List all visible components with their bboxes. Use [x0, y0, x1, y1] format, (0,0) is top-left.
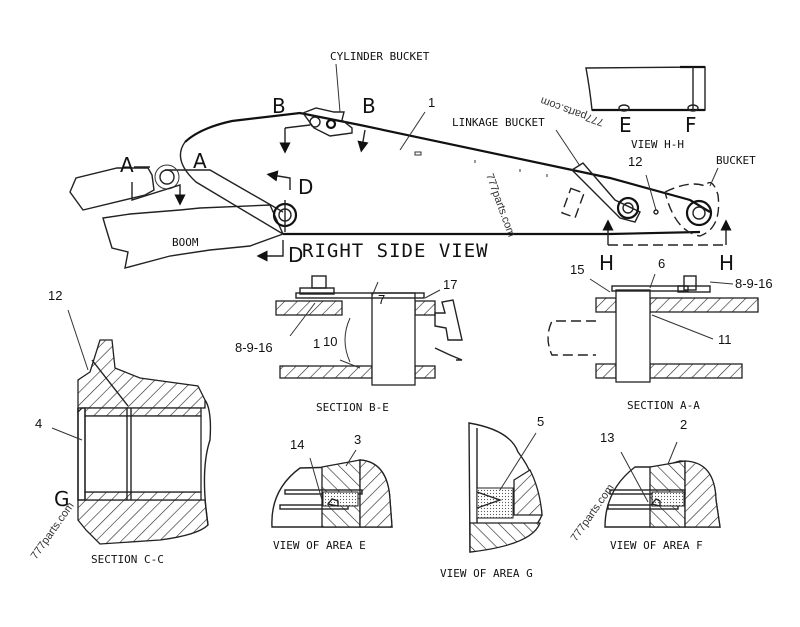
callout-5: 5: [537, 414, 544, 429]
callout-15: 15: [570, 262, 584, 277]
section-marker-a-left: A: [120, 153, 134, 177]
callout-11: 11: [718, 332, 732, 347]
view-area-g: 5 VIEW OF AREA G: [440, 414, 544, 580]
view-area-e: 14 3 VIEW OF AREA E: [271, 432, 393, 552]
callout-1-stick: 1: [428, 95, 435, 110]
section-be: 7 17 8-9-16 1 10 SECTION B-E: [235, 275, 463, 414]
watermark-3: 777parts.com: [29, 500, 77, 561]
callout-8-9-16-aa: 8-9-16: [735, 276, 773, 291]
view-hh-title: VIEW H-H: [631, 138, 684, 151]
label-linkage-bucket: LINKAGE BUCKET: [452, 116, 545, 129]
section-be-title: SECTION B-E: [316, 401, 389, 414]
callout-14: 14: [290, 437, 304, 452]
stick-outline: [184, 111, 711, 213]
callout-7: 7: [378, 292, 385, 307]
callout-8-9-16-be: 8-9-16: [235, 340, 273, 355]
callout-13: 13: [600, 430, 614, 445]
label-boom: BOOM: [172, 236, 199, 249]
area-e-marker: E: [619, 113, 632, 137]
boom-outline: [102, 204, 284, 269]
watermark-2: 777parts.com: [483, 172, 517, 239]
view-area-f: 13 2 VIEW OF AREA F: [600, 417, 721, 552]
label-cylinder-bucket: CYLINDER BUCKET: [330, 50, 430, 63]
view-hh: E F VIEW H-H: [585, 65, 706, 151]
callout-1-be: 1: [313, 336, 320, 351]
section-marker-h-left: H: [599, 251, 614, 275]
callout-12-grease: 12: [628, 154, 642, 169]
callout-3: 3: [354, 432, 361, 447]
callout-17: 17: [443, 277, 457, 292]
watermark-1: 777parts.com: [539, 94, 606, 128]
section-marker-h-right: H: [719, 251, 734, 275]
callout-12-cc: 12: [48, 288, 62, 303]
watermark-4: 777parts.com: [569, 482, 617, 543]
section-marker-b-right: B: [362, 94, 376, 118]
view-area-e-title: VIEW OF AREA E: [273, 539, 366, 552]
label-bucket: BUCKET: [716, 154, 756, 167]
callout-6: 6: [658, 256, 665, 271]
section-marker-a-right: A: [193, 149, 207, 173]
right-side-view: A A B B D D H H CYLINDER BUCKET LINKAGE …: [69, 50, 756, 275]
section-aa-title: SECTION A-A: [627, 399, 700, 412]
section-marker-d-top: D: [298, 175, 313, 199]
view-area-g-title: VIEW OF AREA G: [440, 567, 533, 580]
section-cc: 12 4 G SECTION C-C: [35, 288, 212, 566]
area-g-marker: G: [54, 487, 70, 511]
callout-4: 4: [35, 416, 42, 431]
section-marker-b-left: B: [272, 94, 286, 118]
section-marker-d-bottom: D: [288, 243, 303, 267]
right-side-view-title: RIGHT SIDE VIEW: [302, 240, 489, 262]
view-area-f-title: VIEW OF AREA F: [610, 539, 703, 552]
section-cc-title: SECTION C-C: [91, 553, 164, 566]
callout-10: 10: [323, 334, 337, 349]
area-f-marker: F: [685, 113, 697, 137]
section-aa: 15 6 8-9-16 11 SECTION A-A: [547, 256, 773, 412]
callout-2: 2: [680, 417, 687, 432]
